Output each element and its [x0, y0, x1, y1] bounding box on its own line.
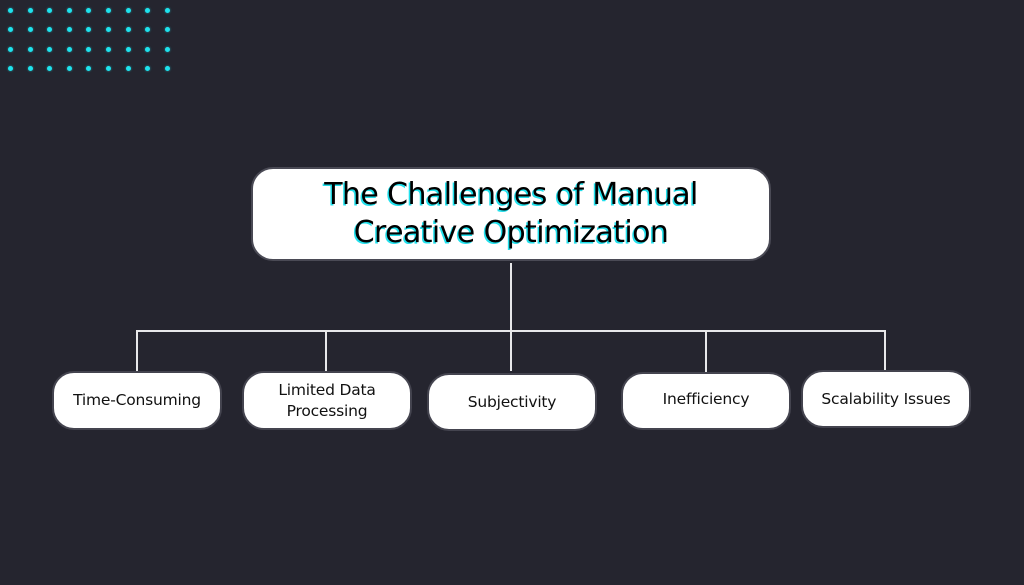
- dot-icon: [8, 27, 13, 33]
- dot-icon: [47, 8, 53, 13]
- dot-icon: [105, 27, 111, 33]
- node-scalability-issues: Scalability Issues: [801, 370, 971, 428]
- node-label: Time-Consuming: [73, 391, 201, 409]
- node-label: Subjectivity: [467, 392, 557, 411]
- dot-icon: [66, 8, 72, 13]
- dot-icon: [47, 66, 53, 72]
- node-label: Scalability Issues: [821, 389, 951, 408]
- node-limited-data-processing: Limited Data Processing: [242, 371, 412, 430]
- connector-branch-limited-data: [325, 330, 327, 372]
- dot-icon: [125, 46, 131, 52]
- dot-icon: [27, 46, 33, 52]
- connector-branch-time-consuming: [136, 330, 138, 372]
- dot-icon: [8, 8, 13, 13]
- dot-icon: [145, 46, 151, 52]
- dot-icon: [8, 66, 13, 72]
- dot-icon: [164, 8, 170, 13]
- dot-icon: [47, 46, 53, 52]
- dot-icon: [145, 27, 151, 33]
- diagram-title: The Challenges of Manual Creative Optimi…: [324, 177, 698, 250]
- dot-icon: [27, 27, 33, 33]
- dot-icon: [105, 46, 111, 52]
- dot-icon: [8, 46, 13, 52]
- dot-icon: [86, 66, 92, 72]
- dot-icon: [105, 66, 111, 72]
- dot-icon: [27, 8, 33, 13]
- dot-icon: [66, 46, 72, 52]
- dot-icon: [164, 66, 170, 72]
- connector-branch-scalability: [884, 330, 886, 371]
- connector-trunk: [510, 263, 512, 371]
- node-time-consuming: Time-Consuming: [52, 371, 222, 430]
- dot-icon: [105, 8, 111, 13]
- dot-icon: [164, 46, 170, 52]
- connector-branch-inefficiency: [705, 330, 707, 372]
- dot-icon: [145, 8, 151, 13]
- dot-icon: [86, 46, 92, 52]
- dot-icon: [47, 27, 53, 33]
- dot-icon: [86, 27, 92, 33]
- dot-icon: [66, 27, 72, 33]
- connector-horizontal-bar: [136, 330, 886, 332]
- node-inefficiency: Inefficiency: [621, 372, 791, 430]
- dot-grid-decoration: [6, 6, 182, 84]
- dot-icon: [145, 66, 151, 72]
- dot-icon: [27, 66, 33, 72]
- dot-icon: [164, 27, 170, 33]
- dot-icon: [125, 66, 131, 72]
- node-label: Limited Data Processing: [278, 380, 376, 420]
- dot-icon: [86, 8, 92, 13]
- node-subjectivity: Subjectivity: [427, 373, 597, 431]
- node-label: Inefficiency: [662, 389, 750, 408]
- dot-icon: [66, 66, 72, 72]
- dot-icon: [125, 8, 131, 13]
- dot-icon: [125, 27, 131, 33]
- root-node-title-box: The Challenges of Manual Creative Optimi…: [251, 167, 771, 261]
